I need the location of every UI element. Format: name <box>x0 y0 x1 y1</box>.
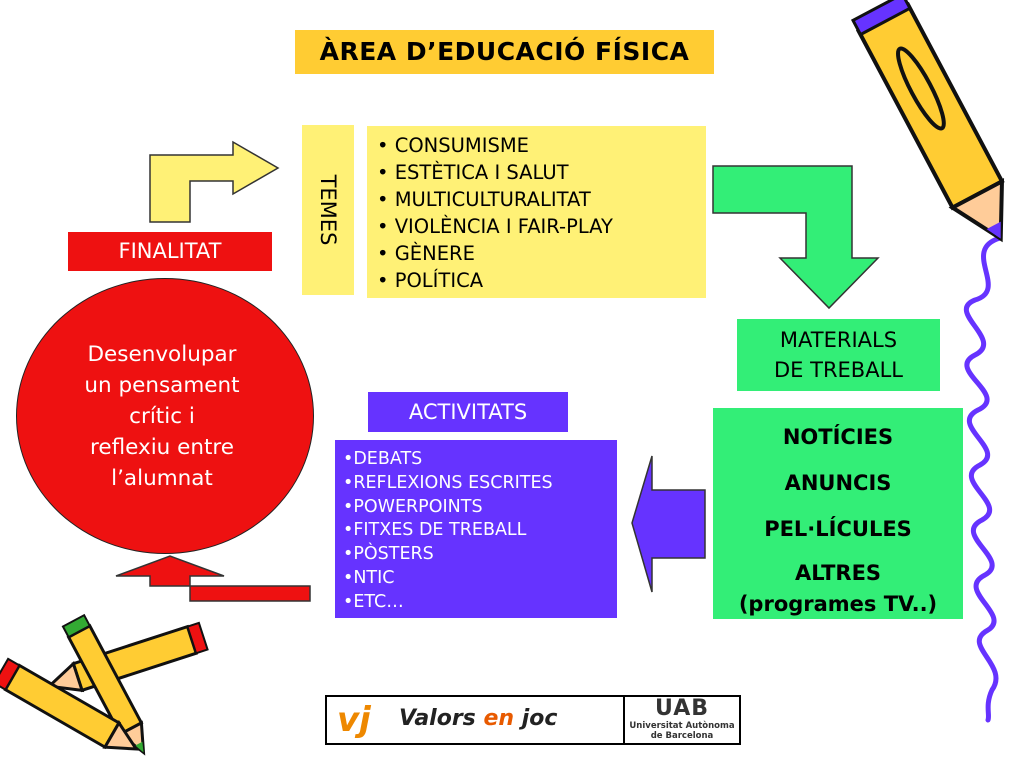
uab-logo-mark: UAB <box>655 696 709 721</box>
activitats-list: •DEBATS •REFLEXIONS ESCRITES •POWERPOINT… <box>335 440 617 618</box>
list-item: ANUNCIS <box>784 471 892 495</box>
list-item: •DEBATS <box>343 449 423 469</box>
list-item: •REFLEXIONS ESCRITES <box>343 472 553 493</box>
list-item: •PÒSTERS <box>343 544 434 565</box>
finalitat-line: un pensament <box>84 372 240 398</box>
squiggle-decoration <box>964 235 1003 723</box>
finalitat-text: Desenvolupar un pensament crític i refle… <box>67 339 257 494</box>
list-item: • ESTÈTICA I SALUT <box>377 161 569 184</box>
list-item: •NTIC <box>343 567 395 588</box>
list-item: • CONSUMISME <box>377 134 530 157</box>
arrow-activitats-to-finalitat-shape <box>115 555 311 602</box>
list-item-line: (programes TV..) <box>738 592 938 616</box>
temes-list: • CONSUMISME • ESTÈTICA I SALUT • MULTIC… <box>367 126 706 298</box>
list-item: •ETC… <box>343 591 404 612</box>
materials-label: MATERIALS DE TREBALL <box>737 319 940 391</box>
logo-word: Valors <box>399 706 476 731</box>
finalitat-line: reflexiu entre <box>89 434 235 460</box>
uab-logo-sub: Universitat Autònoma <box>629 721 735 731</box>
pencil-icon-top-right <box>850 0 1005 243</box>
valors-logo-text: Valors en joc <box>399 706 557 731</box>
page-title: ÀREA D’EDUCACIÓ FÍSICA <box>295 30 714 74</box>
uab-logo: UAB Universitat Autònoma de Barcelona <box>623 697 739 743</box>
activitats-label: ACTIVITATS <box>368 392 568 432</box>
list-item: • VIOLÈNCIA I FAIR-PLAY <box>377 215 613 238</box>
finalitat-line: l’alumnat <box>111 465 213 491</box>
logo-word: joc <box>521 706 558 731</box>
materials-label-line: DE TREBALL <box>774 358 903 382</box>
list-item: • POLÍTICA <box>377 269 484 292</box>
footer-logos: vj Valors en joc UAB Universitat Autònom… <box>325 695 741 745</box>
finalitat-line: crític i <box>129 403 195 429</box>
list-item-line: ALTRES <box>794 561 882 585</box>
pencil-icon-bottom-left-2 <box>61 613 146 756</box>
finalitat-label: FINALITAT <box>68 232 272 271</box>
uab-logo-sub: de Barcelona <box>650 731 714 741</box>
logo-word: en <box>483 706 515 731</box>
temes-label: TEMES <box>316 174 340 246</box>
temes-label-box: TEMES <box>302 125 354 295</box>
arrow-temes-to-materials-shape <box>712 165 880 310</box>
list-item: PEL·LÍCULES <box>764 517 912 541</box>
valors-logo-mark: vj <box>337 700 371 740</box>
pencil-icon-bottom-left-3 <box>0 657 140 751</box>
finalitat-circle: Desenvolupar un pensament crític i refle… <box>16 278 314 554</box>
arrow-finalitat-to-temes <box>149 140 280 223</box>
arrow-materials-to-activitats <box>631 455 706 593</box>
list-item: • MULTICULTURALITAT <box>377 188 591 211</box>
materials-list: NOTÍCIES ANUNCIS PEL·LÍCULES ALTRES (pro… <box>713 408 963 619</box>
valors-en-joc-logo: vj Valors en joc <box>327 697 623 743</box>
list-item: • GÈNERE <box>377 242 475 265</box>
list-item: •FITXES DE TREBALL <box>343 520 527 541</box>
list-item: •POWERPOINTS <box>343 496 483 517</box>
materials-label-line: MATERIALS <box>779 328 898 352</box>
finalitat-line: Desenvolupar <box>87 341 237 367</box>
list-item: NOTÍCIES <box>782 425 894 449</box>
list-item: ALTRES (programes TV..) <box>713 558 963 620</box>
